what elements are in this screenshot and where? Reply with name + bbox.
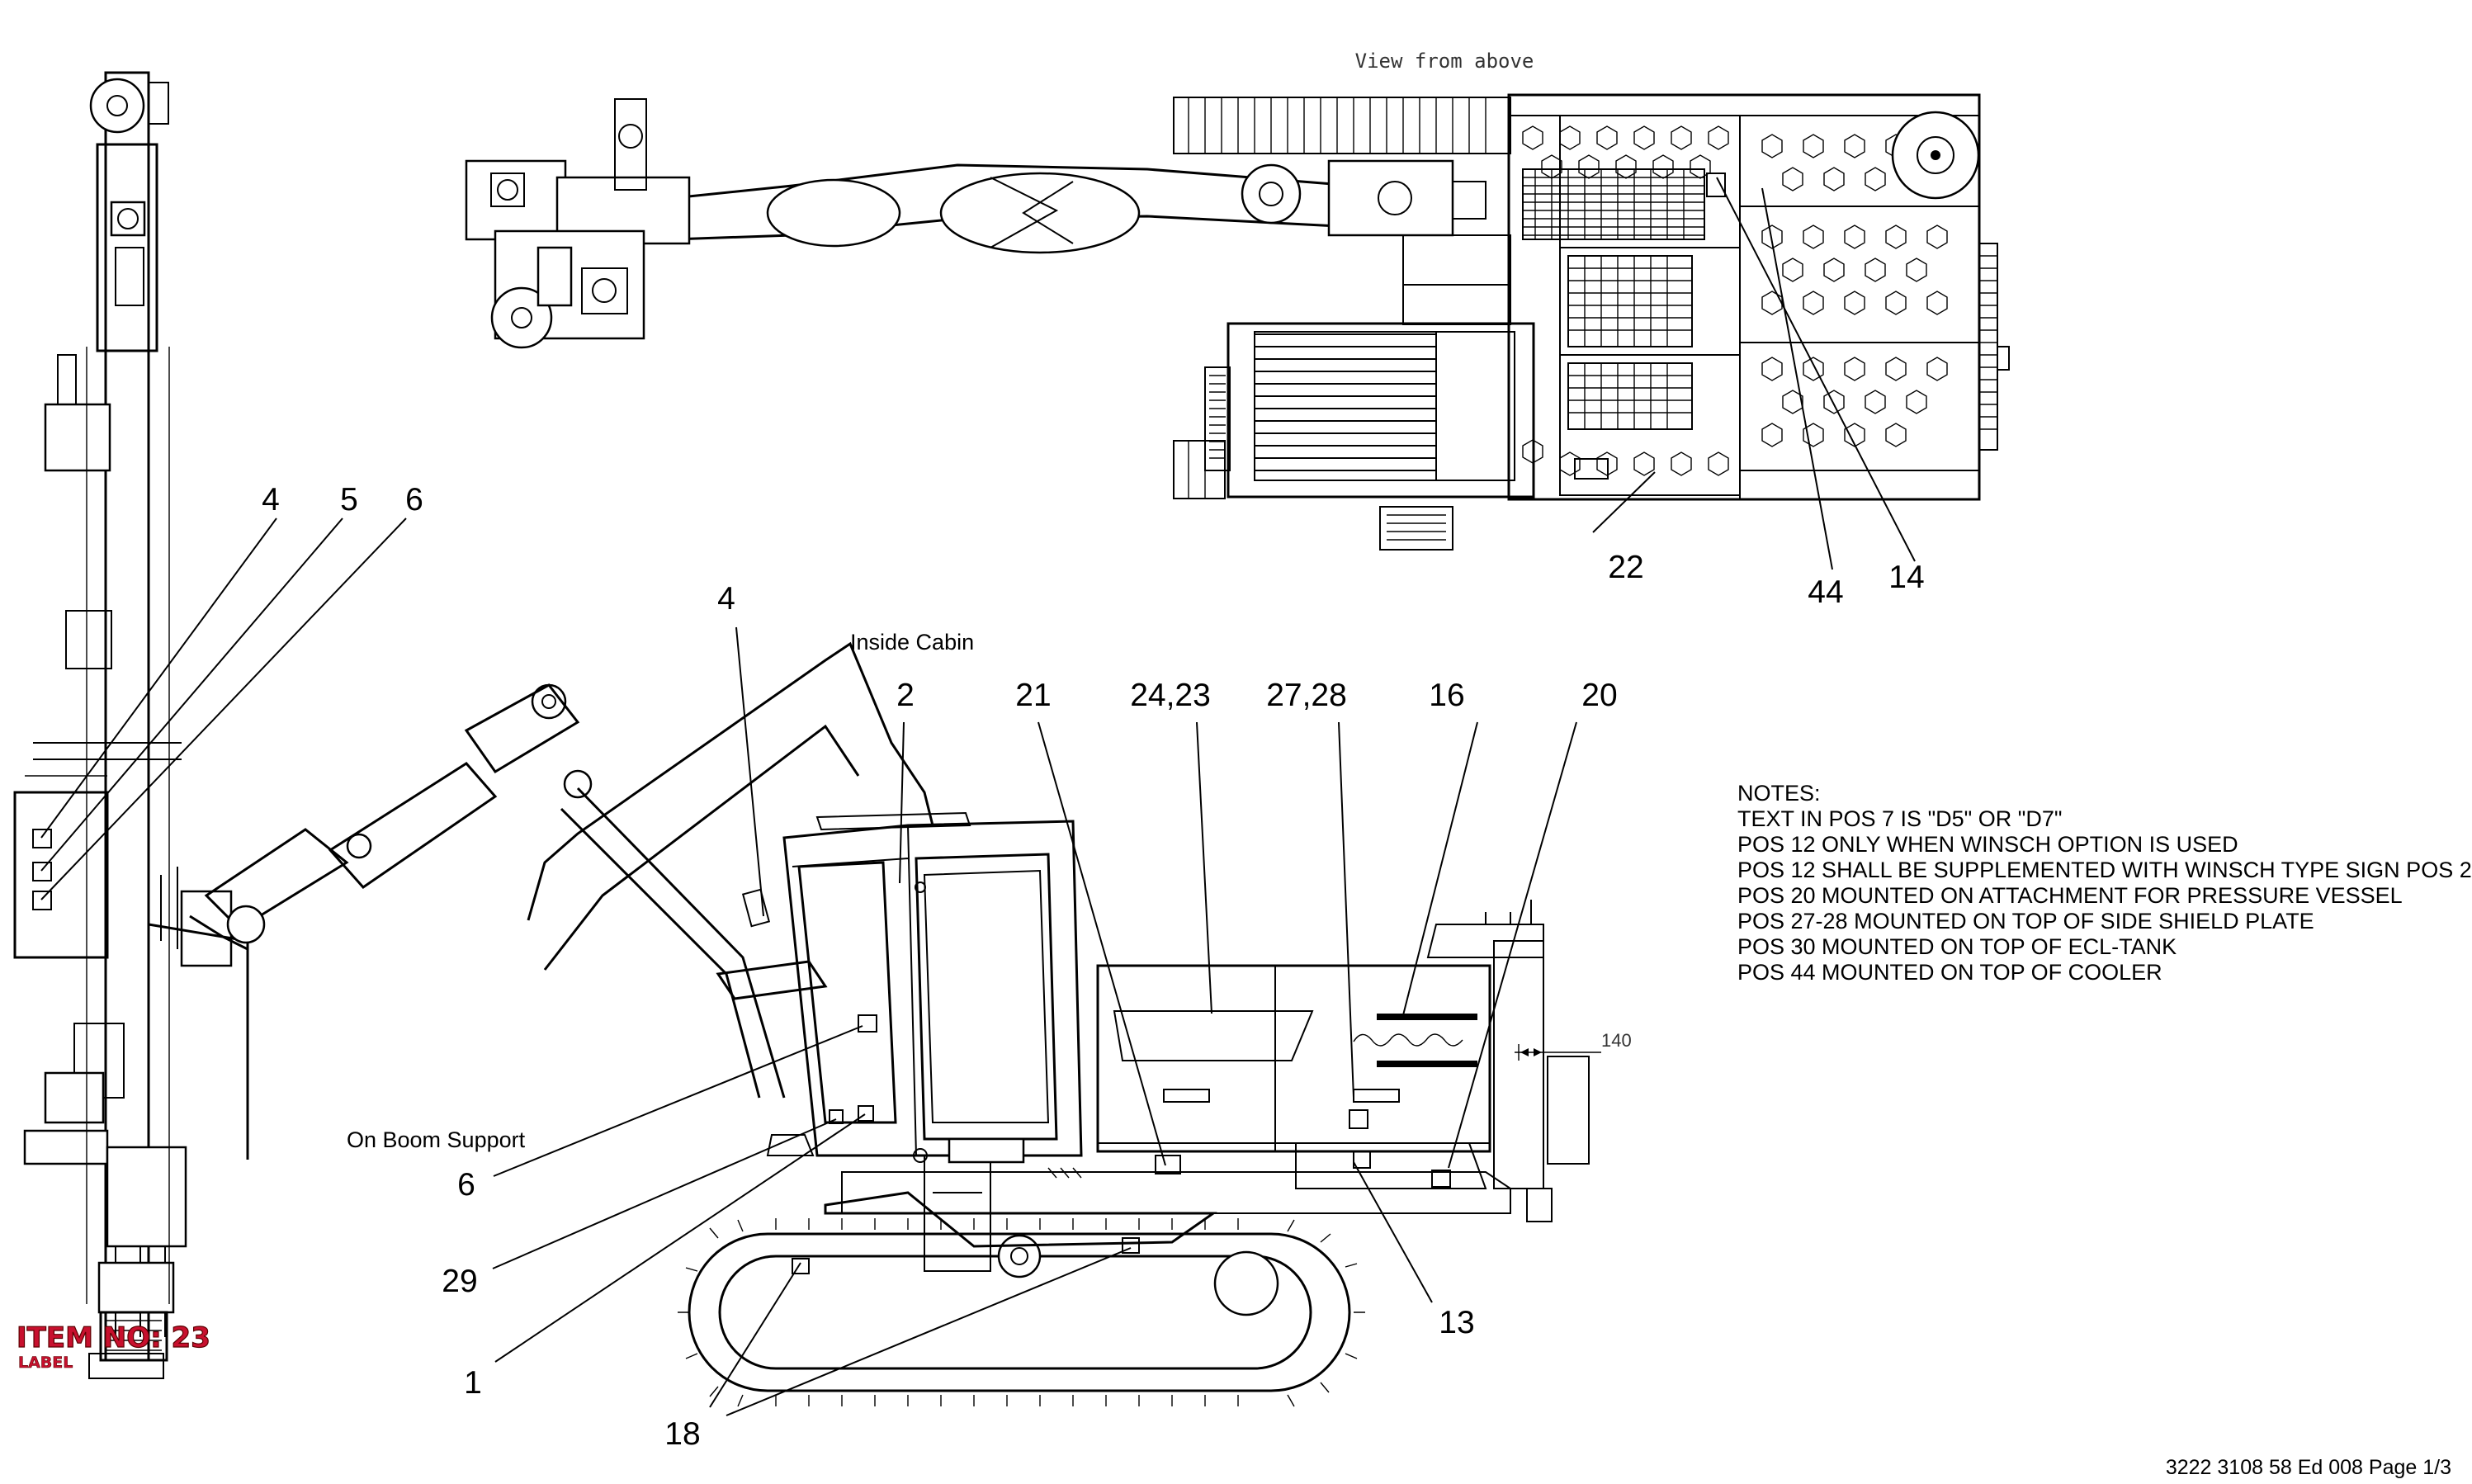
inside-cabin-caption: Inside Cabin bbox=[850, 630, 974, 655]
callout-44: 44 bbox=[1808, 574, 1843, 610]
note-line: TEXT IN POS 7 IS "D5" OR "D7" bbox=[1737, 806, 2062, 831]
top-view: View from above bbox=[465, 50, 2010, 551]
note-line: POS 30 MOUNTED ON TOP OF ECL-TANK bbox=[1737, 934, 2177, 959]
note-line: POS 44 MOUNTED ON TOP OF COOLER bbox=[1737, 960, 2162, 985]
item-number-subtitle: LABEL bbox=[18, 1354, 73, 1372]
note-line: POS 27-28 MOUNTED ON TOP OF SIDE SHIELD … bbox=[1737, 909, 2314, 933]
grille-panels bbox=[1522, 168, 1705, 430]
note-line: POS 12 SHALL BE SUPPLEMENTED WITH WINSCH… bbox=[1737, 858, 2472, 882]
callout-14: 14 bbox=[1888, 560, 1924, 595]
hex-pattern bbox=[1522, 125, 1948, 476]
page-footer: 3222 3108 58 Ed 008 Page 1/3 bbox=[2166, 1456, 2451, 1479]
item-number-stamp: ITEM NO: 23 LABEL bbox=[16, 1321, 210, 1372]
callout-27-28: 27,28 bbox=[1266, 678, 1347, 713]
callout-numbers: 22 44 14 4 5 6 4 2 21 24,23 27,28 16 20 … bbox=[262, 482, 1925, 1452]
callout-20: 20 bbox=[1581, 678, 1617, 713]
callout-6-side: 6 bbox=[457, 1167, 475, 1203]
callout-4-side: 4 bbox=[717, 581, 735, 617]
brand-logo bbox=[1353, 1014, 1477, 1067]
dimension-140: 140 bbox=[1515, 1030, 1632, 1061]
track-links-top bbox=[1188, 97, 1487, 154]
notes-heading: NOTES: bbox=[1737, 781, 1821, 806]
callout-6-mast: 6 bbox=[405, 482, 423, 518]
leader-lines bbox=[40, 177, 1916, 1416]
callout-5: 5 bbox=[340, 482, 358, 518]
callout-18: 18 bbox=[664, 1416, 700, 1452]
boom-support-caption: On Boom Support bbox=[347, 1127, 526, 1152]
callout-24-23: 24,23 bbox=[1130, 678, 1211, 713]
note-line: POS 20 MOUNTED ON ATTACHMENT FOR PRESSUR… bbox=[1737, 883, 2403, 908]
callout-16: 16 bbox=[1429, 678, 1464, 713]
mast-view bbox=[13, 71, 249, 1379]
callout-13: 13 bbox=[1439, 1305, 1474, 1340]
callout-22: 22 bbox=[1608, 550, 1643, 585]
callout-21: 21 bbox=[1015, 678, 1051, 713]
callout-2: 2 bbox=[896, 678, 915, 713]
callout-1: 1 bbox=[464, 1365, 482, 1401]
side-view: 140 bbox=[189, 641, 1632, 1407]
dimension-value: 140 bbox=[1601, 1030, 1632, 1051]
top-view-caption: View from above bbox=[1355, 50, 1534, 73]
note-line: POS 12 ONLY WHEN WINSCH OPTION IS USED bbox=[1737, 832, 2238, 857]
notes-block: NOTES: TEXT IN POS 7 IS "D5" OR "D7" POS… bbox=[1737, 781, 2472, 985]
item-number-title: ITEM NO: 23 bbox=[17, 1321, 210, 1354]
callout-29: 29 bbox=[442, 1264, 477, 1299]
callout-4-mast: 4 bbox=[262, 482, 280, 518]
